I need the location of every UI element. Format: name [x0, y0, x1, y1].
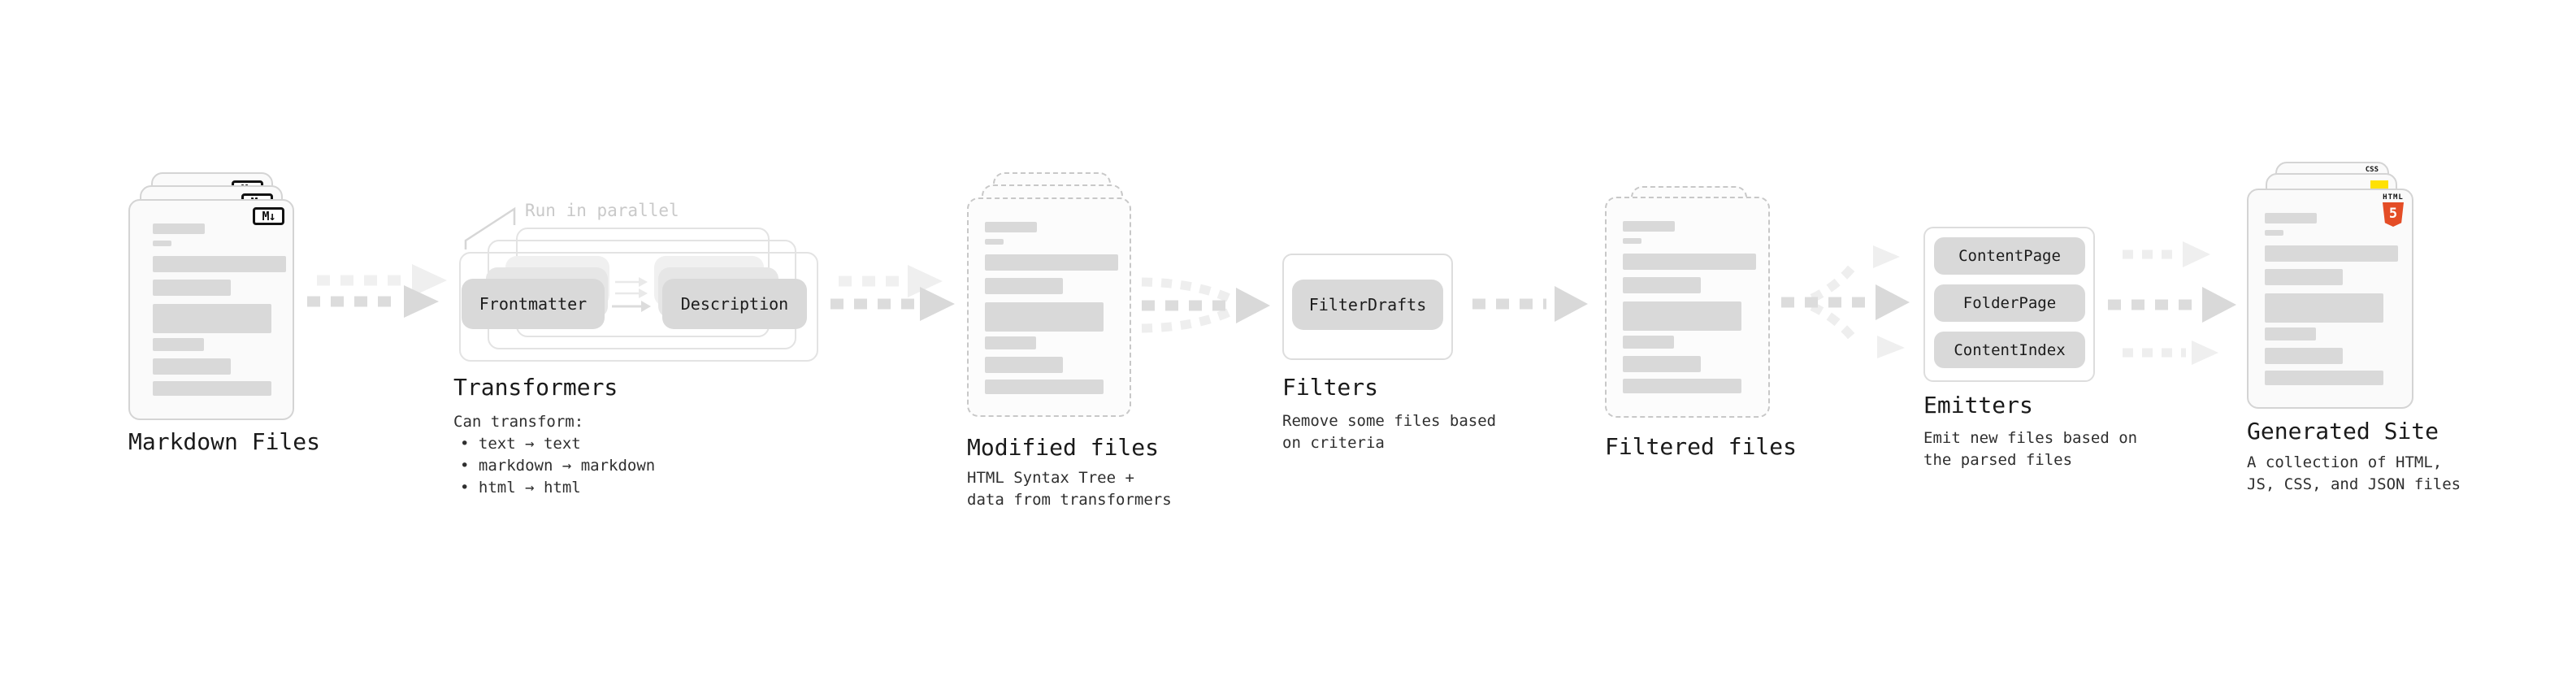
- doc-line: [2265, 269, 2343, 285]
- javascript-icon: [2370, 180, 2388, 191]
- doc-line: [2265, 213, 2317, 223]
- stage-label-filtered-files: Filtered files: [1605, 433, 1798, 460]
- run-in-parallel-annotation: Run in parallel: [525, 201, 679, 220]
- doc-line: [1623, 336, 1674, 349]
- transformers-bullet: • text → text: [460, 435, 581, 453]
- doc-line: [985, 254, 1118, 271]
- emitter-pill-label: FolderPage: [1962, 294, 2057, 312]
- stage-label-markdown-files: Markdown Files: [128, 428, 321, 455]
- arrow-head: [1555, 286, 1588, 322]
- generated-file-card-front: HTML 5: [2247, 189, 2413, 409]
- arrow-head: [2202, 287, 2236, 323]
- doc-line: [985, 302, 1104, 332]
- doc-skeleton: [1623, 221, 1756, 393]
- arrow-head: [1876, 284, 1910, 320]
- generated-site-description: A collection of HTML, JS, CSS, and JSON …: [2247, 453, 2461, 493]
- doc-line: [153, 304, 271, 333]
- transformer-pill-description: Description: [662, 279, 807, 329]
- doc-skeleton: [153, 223, 286, 396]
- arrow-head: [908, 265, 943, 297]
- html5-icon-number: 5: [2388, 206, 2398, 222]
- modified-files-description: HTML Syntax Tree + data from transformer…: [967, 469, 1172, 509]
- transformer-pill-label: Description: [680, 294, 789, 314]
- transformers-bullet: • html → html: [460, 479, 581, 497]
- transformers-note-title: Can transform:: [453, 413, 584, 431]
- transformer-pill-label: Frontmatter: [479, 294, 588, 314]
- doc-line: [153, 338, 204, 351]
- arrow-filters-to-filtered: [1472, 286, 1588, 322]
- doc-line: [1623, 356, 1701, 372]
- filter-pill-filterdrafts: FilterDrafts: [1292, 280, 1443, 330]
- filter-pill-label: FilterDrafts: [1308, 295, 1427, 314]
- doc-line: [2265, 230, 2283, 236]
- doc-line: [1623, 277, 1701, 293]
- doc-line: [2265, 348, 2343, 364]
- doc-line: [2265, 371, 2383, 385]
- doc-line: [2265, 245, 2398, 262]
- transformers-bullet: • markdown → markdown: [460, 457, 656, 475]
- emitter-pill-label: ContentIndex: [1954, 340, 2066, 359]
- arrow-head: [1877, 336, 1905, 358]
- html5-icon: HTML 5: [2383, 193, 2404, 227]
- arrow-head: [412, 264, 447, 297]
- emitter-pill-folderpage: FolderPage: [1934, 284, 2085, 322]
- doc-line: [1623, 238, 1641, 244]
- doc-line: [1623, 254, 1756, 270]
- doc-line: [153, 241, 171, 246]
- arrow-head: [1873, 245, 1900, 268]
- arrow-head: [1236, 288, 1270, 323]
- markdown-icon: M↓: [253, 207, 284, 225]
- doc-line: [985, 222, 1037, 232]
- doc-skeleton: [985, 222, 1118, 394]
- emitter-pill-contentindex: ContentIndex: [1934, 332, 2085, 368]
- doc-line: [2265, 293, 2383, 323]
- doc-line: [1623, 301, 1741, 331]
- doc-line: [985, 336, 1036, 349]
- stage-label-filters: Filters: [1282, 374, 1379, 401]
- doc-line: [1623, 379, 1741, 393]
- css-icon-label: CSS: [2365, 166, 2379, 174]
- transformer-box-front: [459, 252, 818, 362]
- arrow-transformers-to-modified: [830, 265, 955, 321]
- doc-line: [153, 381, 271, 396]
- transformer-pill-frontmatter: Frontmatter: [462, 279, 605, 329]
- markdown-file-card-front: M↓: [128, 199, 294, 420]
- stage-label-transformers: Transformers: [453, 374, 618, 401]
- modified-file-card-front: [967, 197, 1131, 417]
- doc-line: [985, 239, 1004, 245]
- arrow-head: [920, 287, 955, 321]
- filtered-file-card-front: [1605, 197, 1770, 418]
- doc-line: [153, 358, 231, 375]
- doc-line: [153, 280, 231, 296]
- curve-dash: [1810, 258, 1861, 302]
- emitter-pill-contentpage: ContentPage: [1934, 237, 2085, 275]
- doc-line: [985, 278, 1063, 294]
- arrow-modified-to-filters: [1141, 277, 1270, 333]
- arrow-filtered-to-emitters: [1781, 245, 1910, 358]
- arrow-head: [2183, 241, 2210, 267]
- html5-icon-shield: 5: [2383, 202, 2404, 227]
- arrow-head: [2192, 340, 2218, 365]
- doc-line: [2265, 327, 2316, 340]
- filters-description: Remove some files based on criteria: [1282, 412, 1497, 452]
- doc-line: [985, 357, 1063, 373]
- curve-dash: [1141, 277, 1234, 304]
- stage-label-modified-files: Modified files: [967, 434, 1160, 461]
- doc-line: [153, 223, 205, 234]
- curve-dash: [1810, 302, 1861, 346]
- doc-line: [1623, 221, 1675, 232]
- stage-label-emitters: Emitters: [1923, 392, 2033, 419]
- curve-dash: [1141, 306, 1234, 333]
- doc-line: [153, 256, 286, 272]
- doc-line: [985, 380, 1104, 394]
- stage-label-generated-site: Generated Site: [2247, 418, 2439, 445]
- arrow-markdown-to-transformers: [307, 264, 447, 318]
- doc-skeleton: [2265, 213, 2398, 385]
- arrow-emitters-to-generated: [2108, 241, 2236, 365]
- emitters-description: Emit new files based on the parsed files: [1923, 429, 2138, 469]
- arrow-head: [404, 285, 439, 318]
- emitter-pill-label: ContentPage: [1958, 247, 2061, 265]
- html5-icon-word: HTML: [2383, 193, 2404, 202]
